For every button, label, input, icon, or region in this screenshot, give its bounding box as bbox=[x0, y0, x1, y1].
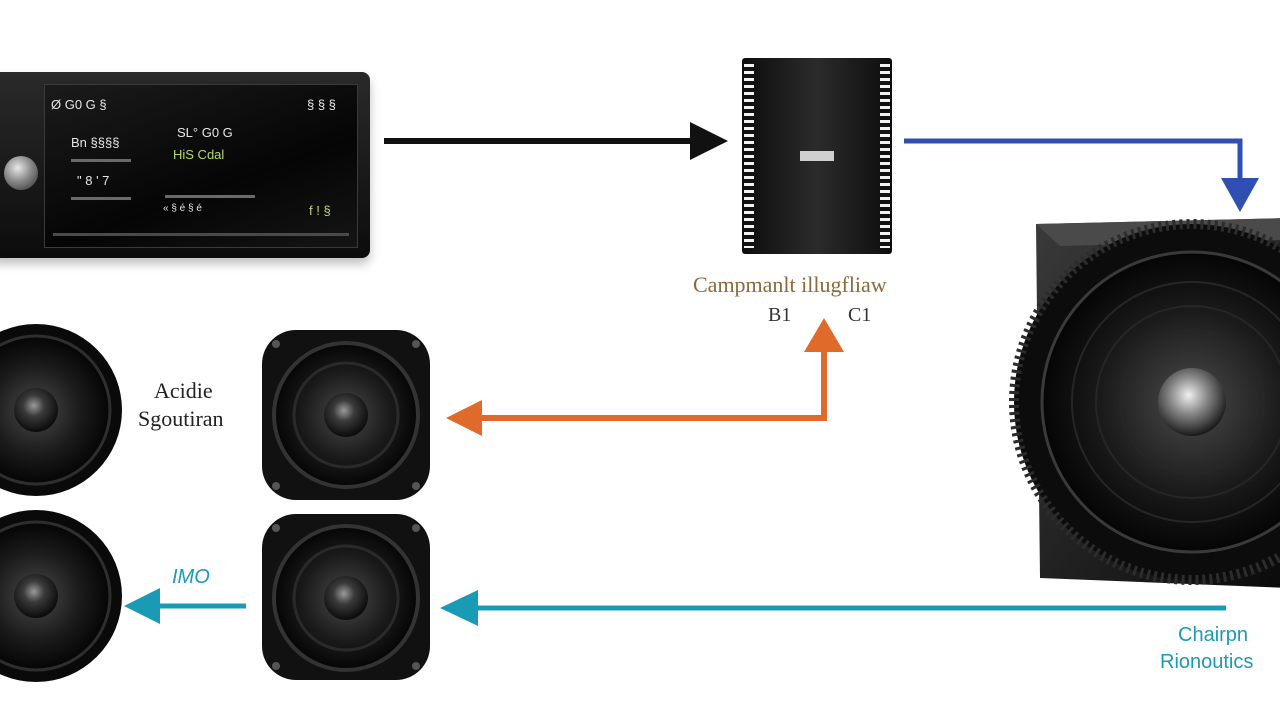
subwoofer-label-line1: Chairpn bbox=[1178, 624, 1249, 646]
arrow-subwoofer-to-speakers bbox=[440, 590, 1226, 626]
screen-bar bbox=[165, 195, 255, 198]
heatsink-fin bbox=[880, 64, 890, 248]
heatsink-fin bbox=[744, 64, 754, 248]
amplifier-badge bbox=[800, 151, 834, 161]
speaker-round-bottom bbox=[0, 510, 122, 682]
amplifier-label: Campmanlt illugfliaw bbox=[693, 272, 887, 297]
arrow-headunit-to-amp bbox=[384, 122, 728, 160]
screen-text: Bn §§§§ bbox=[71, 135, 120, 150]
speaker-round-top bbox=[0, 324, 122, 496]
audio-label-line1: Acidie bbox=[154, 378, 213, 403]
subwoofer bbox=[1009, 218, 1280, 588]
volume-knob bbox=[4, 156, 38, 190]
screen-text: Ø G0 G § bbox=[51, 97, 107, 112]
arrow-to-left-speaker bbox=[124, 588, 246, 624]
screen-text: « § é § é bbox=[163, 203, 202, 214]
audio-label-line2: Sgoutiran bbox=[138, 406, 224, 431]
screen-text: HiS Cdal bbox=[173, 147, 225, 162]
arrow-amp-to-speakers bbox=[446, 318, 844, 436]
subwoofer-label-line2: Rionoutics bbox=[1160, 651, 1254, 673]
amplifier-sub-label-right: C1 bbox=[848, 304, 872, 326]
screen-text: " 8 ' 7 bbox=[77, 173, 110, 188]
screen-bar bbox=[71, 159, 131, 162]
head-unit: Ø G0 G § Bn §§§§ " 8 ' 7 SL° G0 G HiS Cd… bbox=[0, 72, 370, 258]
teal-arrow-label: IMO bbox=[172, 566, 210, 588]
screen-text: § § § bbox=[307, 97, 336, 112]
amplifier bbox=[742, 58, 892, 254]
speaker-square-top bbox=[262, 330, 430, 500]
head-unit-screen: Ø G0 G § Bn §§§§ " 8 ' 7 SL° G0 G HiS Cd… bbox=[44, 84, 358, 248]
screen-text: f ! § bbox=[309, 203, 331, 218]
amplifier-sub-label-left: B1 bbox=[768, 304, 792, 326]
speaker-square-bottom bbox=[262, 514, 430, 680]
screen-bar bbox=[53, 233, 349, 236]
screen-text: SL° G0 G bbox=[177, 125, 233, 140]
screen-bar bbox=[71, 197, 131, 200]
arrow-amp-to-subwoofer bbox=[904, 138, 1259, 212]
